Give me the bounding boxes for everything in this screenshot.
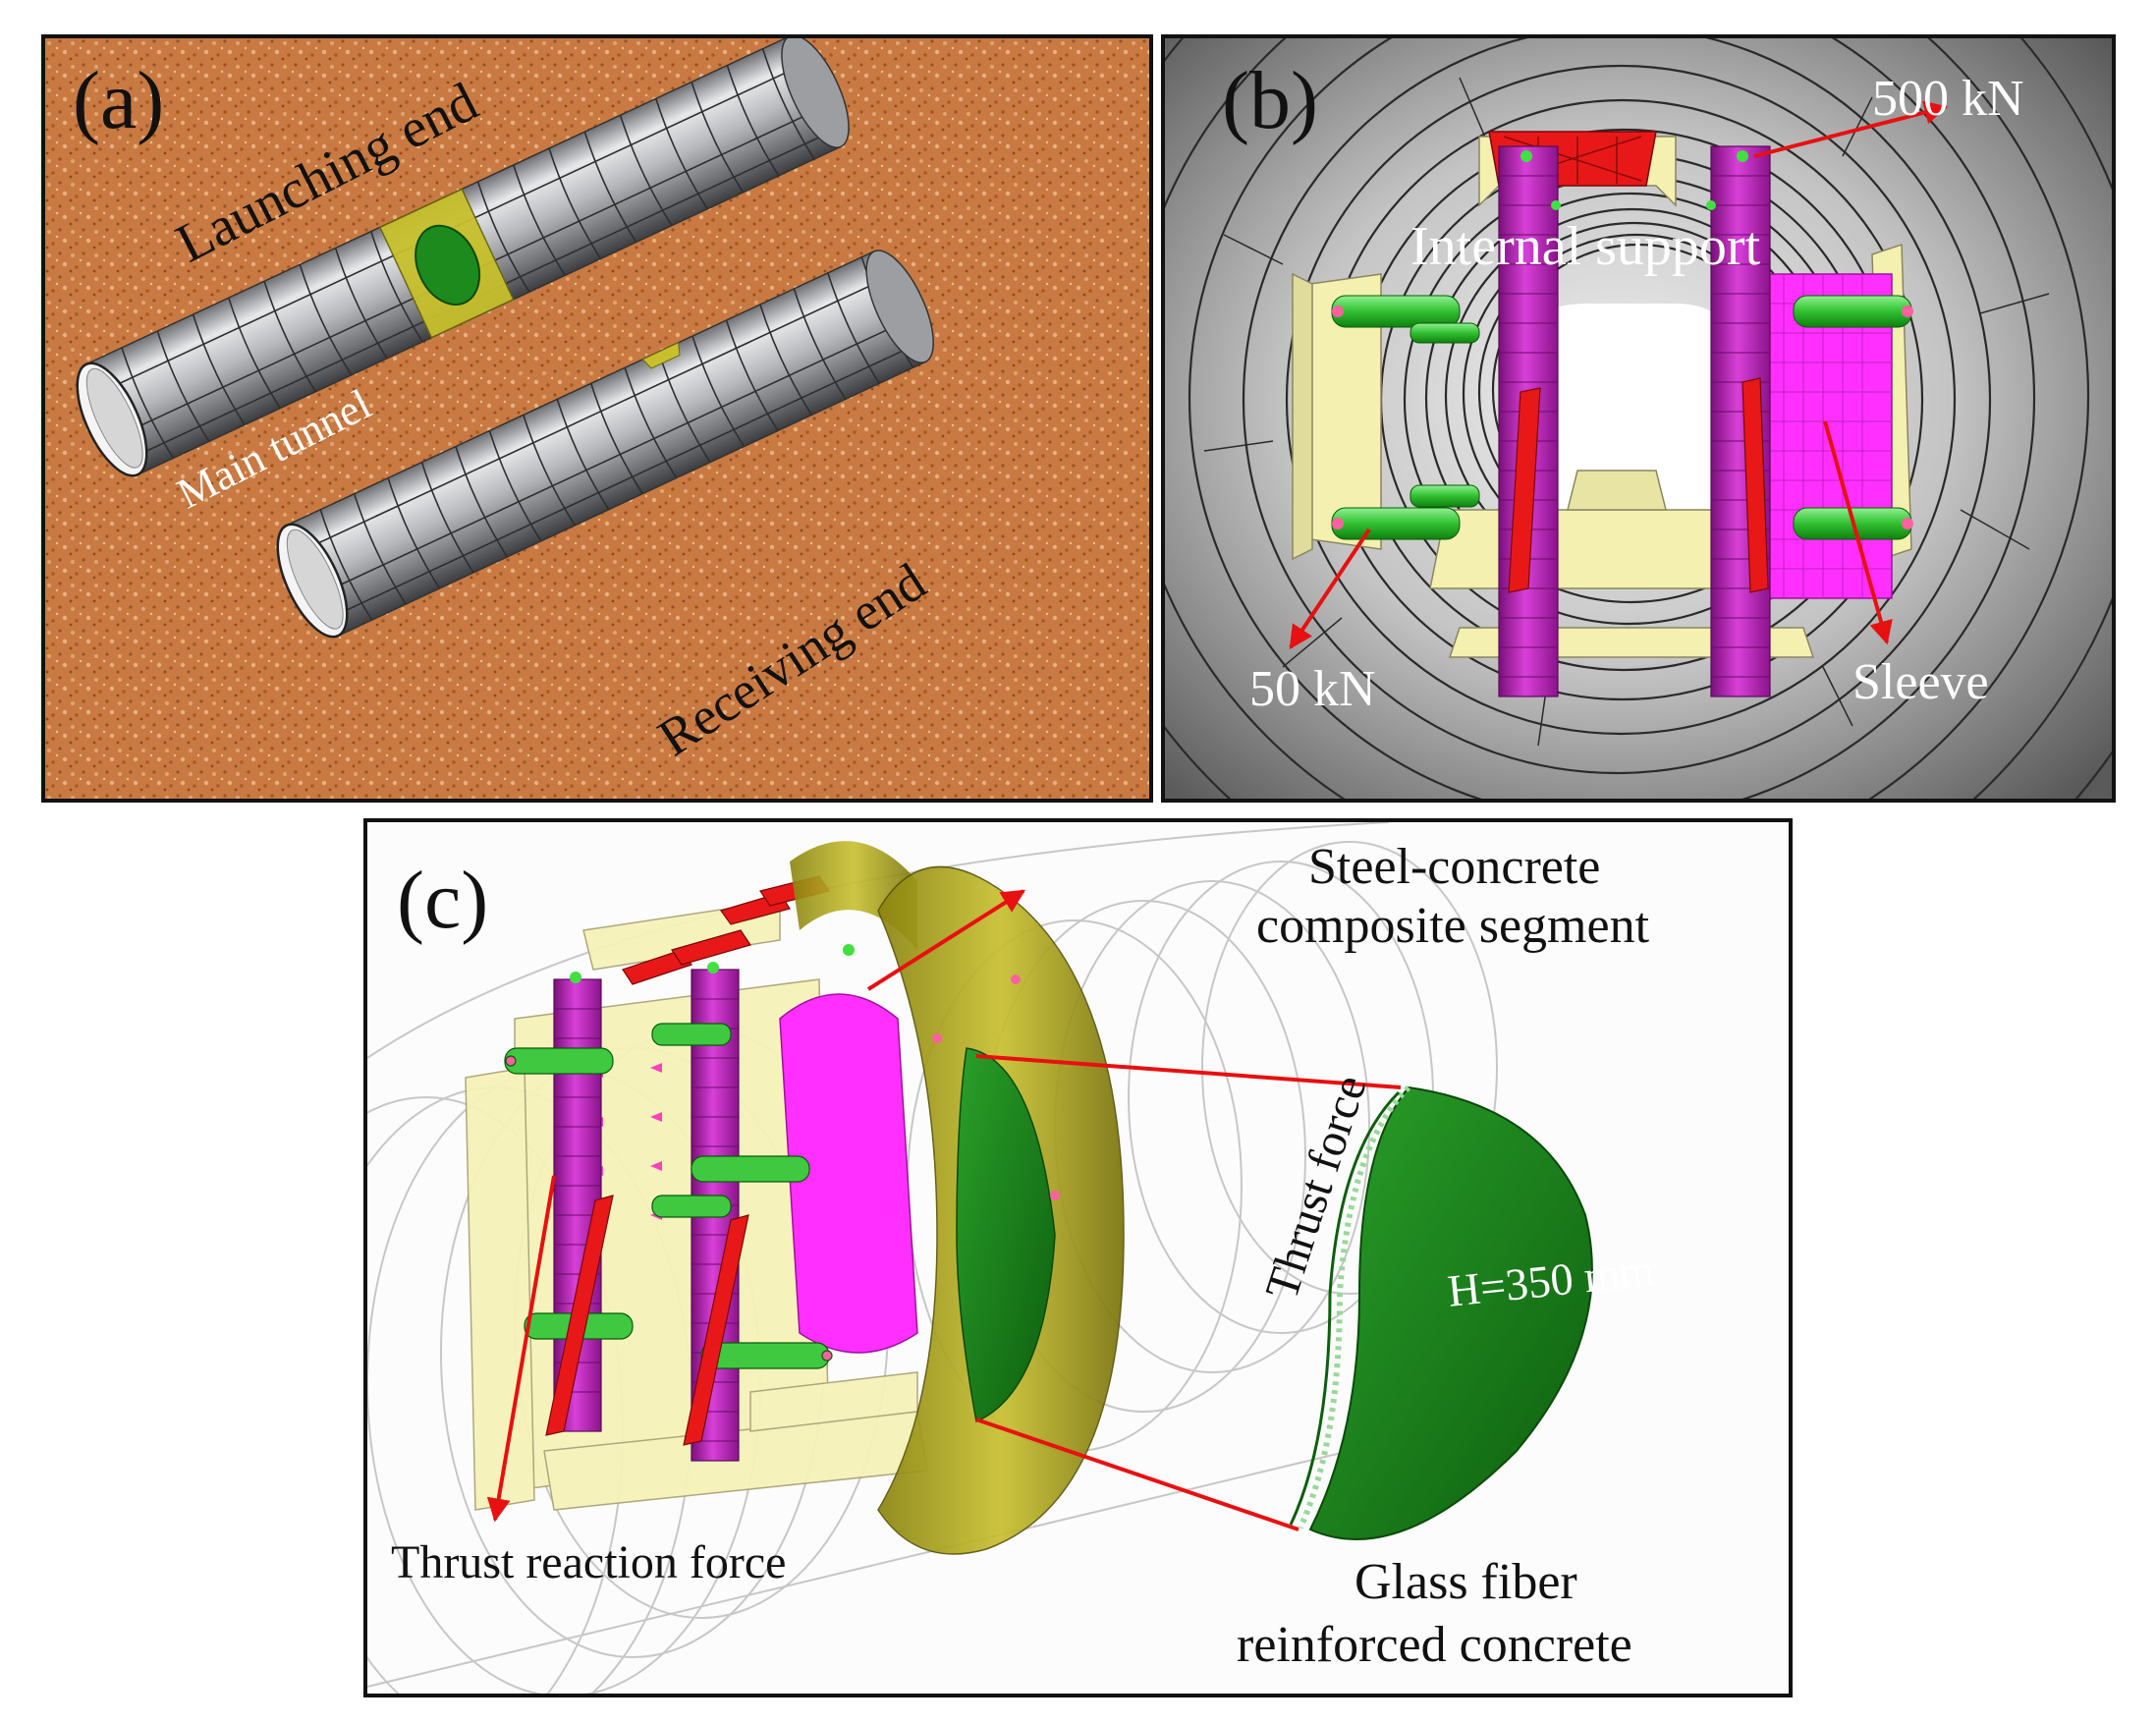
steel-concrete-label-1: Steel-concrete: [1308, 839, 1601, 895]
internal-support-label: Internal support: [1410, 216, 1761, 277]
thrust-reaction-arrow: [486, 1175, 556, 1523]
glass-fiber-plug-detail: [1289, 1084, 1593, 1540]
glass-fiber-label-1: Glass fiber: [1354, 1554, 1577, 1610]
plug-connector-bottom: [975, 1418, 1299, 1531]
50kn-arrow: [1289, 528, 1371, 649]
sleeve-label: Sleeve: [1852, 654, 1989, 710]
panel-a-illustration: [45, 38, 1149, 799]
panel-b-letter: (b): [1222, 55, 1318, 146]
thrust-reaction-label: Thrust reaction force: [391, 1536, 787, 1588]
panel-a: (a) Launching end Main tunnel Receiving …: [41, 34, 1153, 803]
panel-a-letter: (a): [73, 55, 165, 146]
panel-b: (b) 500 kN Internal support 50 kN Sleeve: [1161, 34, 2116, 803]
receiving-tunnel: [276, 250, 934, 639]
steel-concrete-label-2: composite segment: [1256, 898, 1650, 954]
panel-b-illustration: [1165, 38, 2112, 799]
500kn-label: 500 kN: [1872, 71, 2024, 127]
plug-connector-top: [975, 1054, 1402, 1089]
glass-fiber-label-2: reinforced concrete: [1237, 1617, 1632, 1673]
50kn-label: 50 kN: [1249, 661, 1376, 717]
panel-c-illustration: [367, 822, 1789, 1694]
launching-tunnel: [76, 38, 850, 477]
panel-c-letter: (c): [397, 855, 489, 946]
steel-segment-arrow: [866, 889, 1026, 991]
500kn-arrow: [1753, 100, 1949, 158]
panel-c: (c) Steel-concrete composite segment Thr…: [363, 818, 1793, 1697]
sleeve-arrow: [1823, 420, 1893, 645]
purple-struts: [1498, 145, 1771, 697]
red-braces: [1508, 377, 1769, 593]
red-braces: [545, 1195, 749, 1446]
glass-fiber-plug: [415, 224, 481, 306]
sleeve: [779, 993, 918, 1354]
steel-concrete-ring: [790, 841, 1125, 1555]
